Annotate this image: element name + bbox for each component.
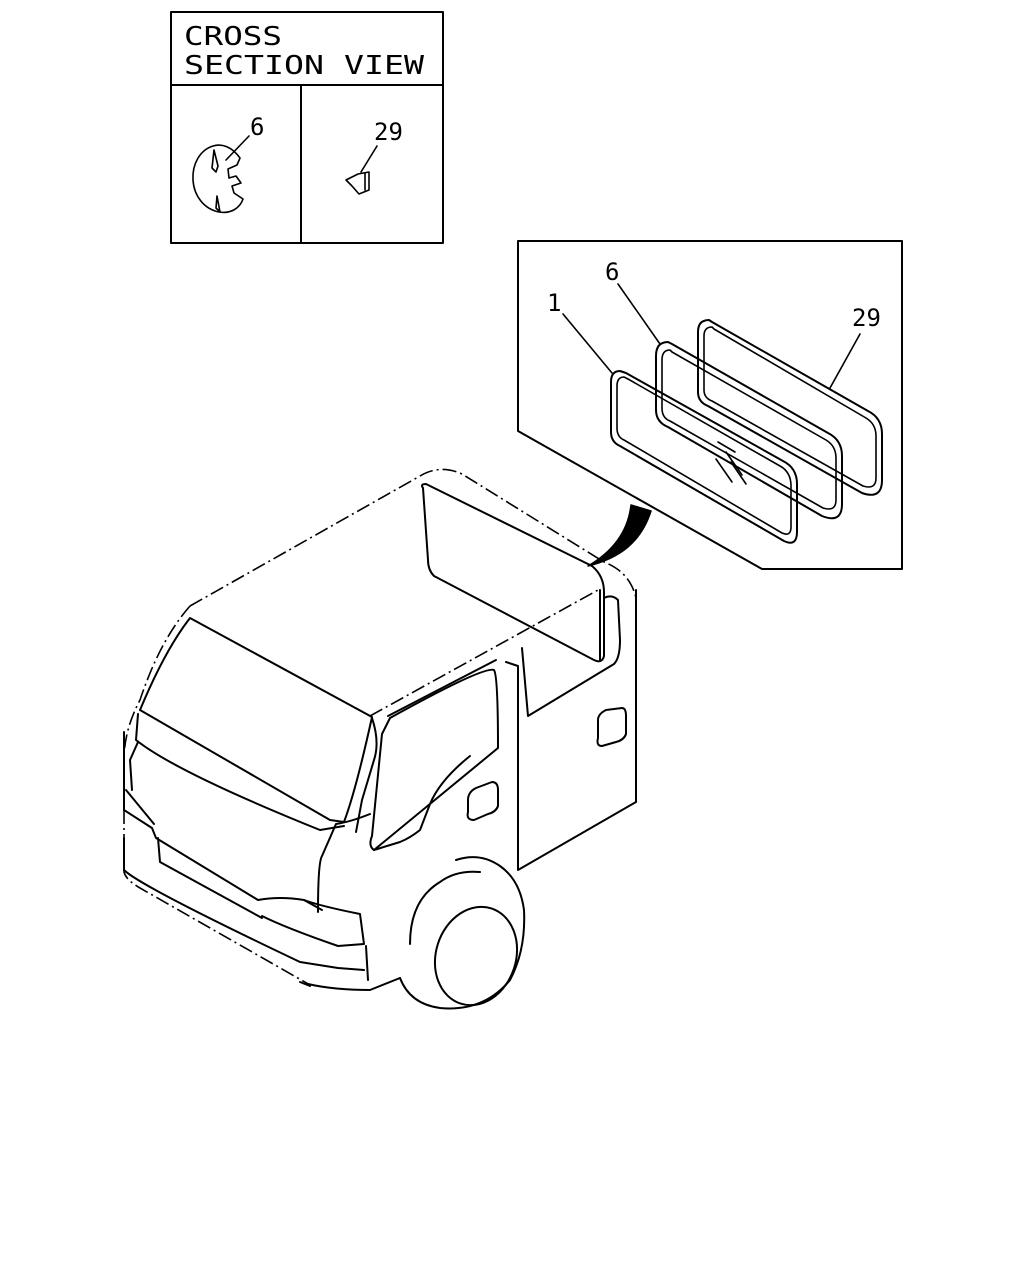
window-molding-part — [697, 319, 883, 496]
detail-callout-29: 29 — [852, 304, 881, 332]
wheel-icon — [399, 856, 526, 1010]
cross-section-callout-6: 6 — [250, 113, 264, 141]
cross-section-title-line2: SECTION VIEW — [184, 51, 424, 81]
detail-callout-1: 1 — [547, 289, 561, 317]
rear-window-glass-part — [610, 370, 798, 544]
exploded-detail-box: 1 6 29 — [517, 240, 903, 570]
seal-cross-section-icon — [192, 135, 250, 214]
cross-section-title-line1: CROSS — [184, 22, 282, 52]
molding-cross-section-icon — [345, 145, 378, 195]
window-seal-part — [655, 341, 843, 520]
cross-section-view-box: CROSS SECTION VIEW 6 29 — [170, 11, 444, 244]
detail-pointer-arrow — [587, 504, 652, 567]
detail-callout-6: 6 — [605, 258, 619, 286]
truck-cab-illustration — [123, 468, 637, 1010]
cross-section-callout-29: 29 — [374, 118, 403, 146]
